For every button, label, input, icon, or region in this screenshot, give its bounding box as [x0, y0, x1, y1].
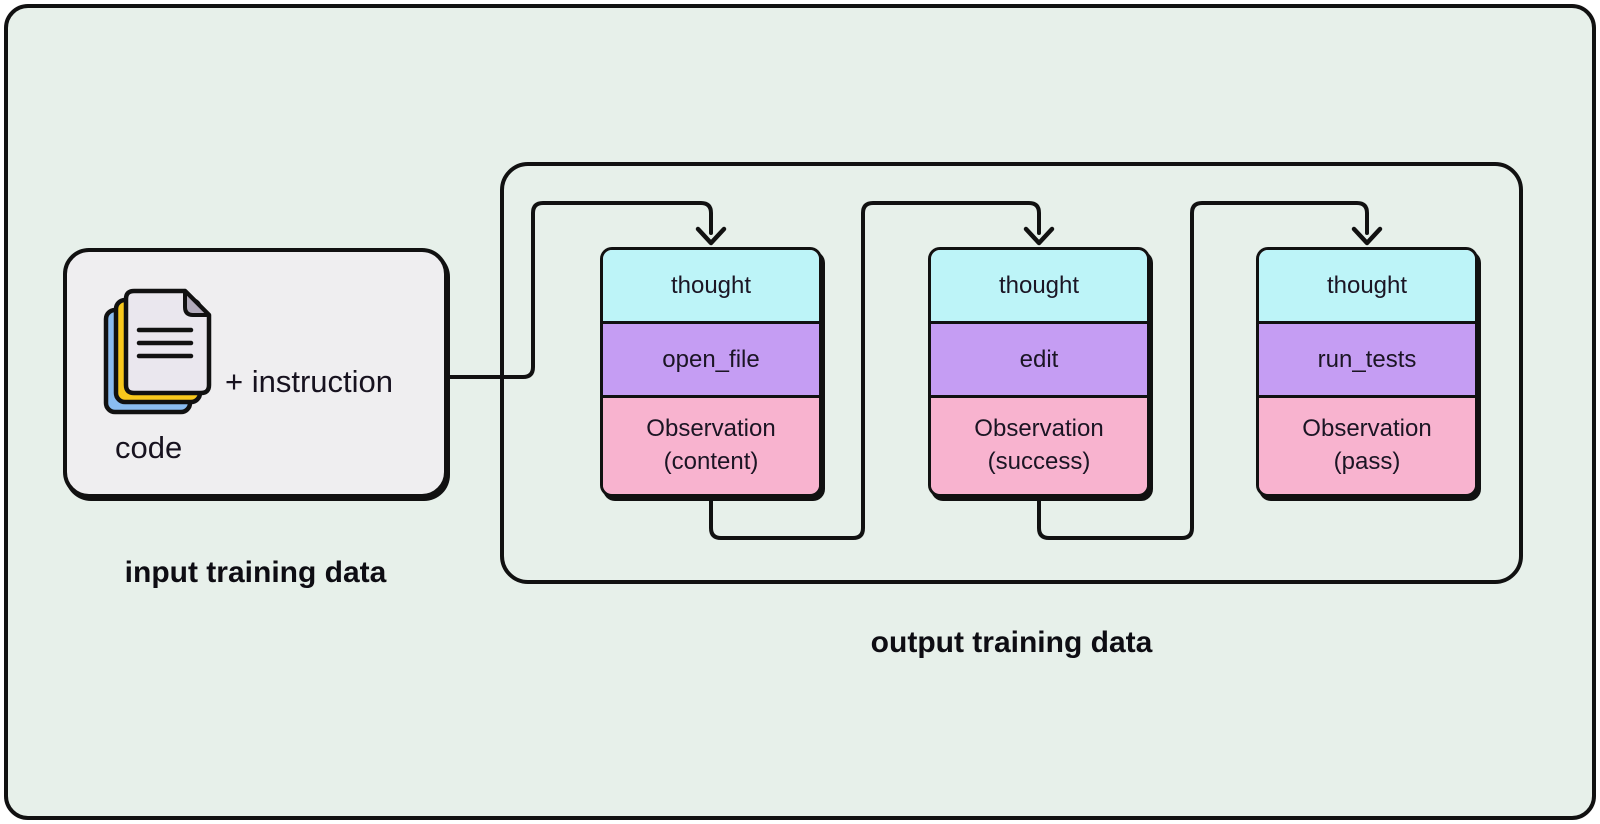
observation-label-line1: Observation: [646, 415, 776, 443]
thought-label: thought: [670, 271, 752, 299]
agent-step-box-3: thought run_tests Observation (pass): [1256, 247, 1478, 497]
action-label: open_file: [662, 345, 760, 373]
observation-row: Observation (pass): [1259, 394, 1475, 493]
observation-row: Observation (content): [603, 394, 819, 493]
observation-label-line1: Observation: [1302, 415, 1432, 443]
observation-label-line2: (pass): [1333, 448, 1401, 476]
observation-label-line2: (content): [663, 448, 759, 476]
input-caption: input training data: [124, 556, 387, 589]
action-row: edit: [931, 320, 1147, 395]
thought-row: thought: [603, 250, 819, 321]
code-label: code: [115, 430, 183, 465]
observation-label-line2: (success): [987, 448, 1091, 476]
thought-row: thought: [1259, 250, 1475, 321]
action-row: open_file: [603, 320, 819, 395]
action-row: run_tests: [1259, 320, 1475, 395]
thought-label: thought: [1326, 271, 1408, 299]
thought-label: thought: [998, 271, 1080, 299]
agent-step-box-1: thought open_file Observation (content): [600, 247, 822, 497]
input-box: + instruction code: [63, 248, 448, 498]
thought-row: thought: [931, 250, 1147, 321]
action-label: run_tests: [1317, 345, 1417, 373]
output-caption: output training data: [870, 626, 1153, 659]
documents-stack-icon: [103, 288, 212, 415]
observation-label-line1: Observation: [974, 415, 1104, 443]
instruction-label: + instruction: [225, 363, 394, 399]
observation-row: Observation (success): [931, 394, 1147, 493]
action-label: edit: [1019, 345, 1059, 373]
agent-step-box-2: thought edit Observation (success): [928, 247, 1150, 497]
